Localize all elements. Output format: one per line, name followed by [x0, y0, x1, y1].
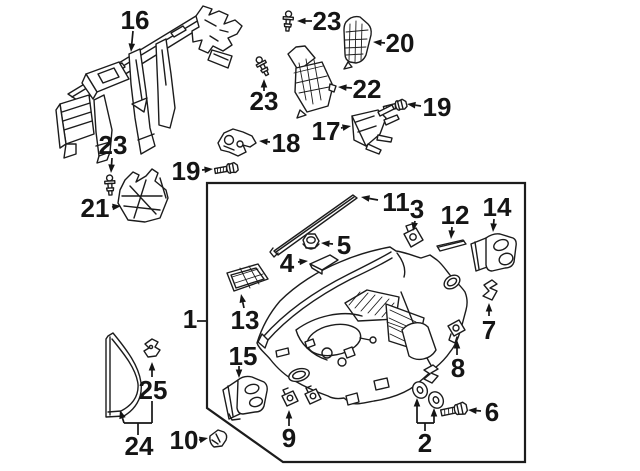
callout-label-24: 24: [125, 431, 154, 461]
part-6-bolt: [439, 401, 469, 417]
part-10-clip: [209, 429, 228, 448]
callout-label-9: 9: [282, 423, 296, 453]
part-instrument-panel: [256, 246, 468, 406]
part-1-boundary-box: [205, 181, 527, 464]
part-24-end-cap-panel: [105, 332, 142, 418]
part-12-trim-strip: [436, 239, 467, 252]
part-25-clip: [143, 338, 161, 358]
part-17-bracket: [351, 104, 400, 155]
callout-label-21: 21: [81, 193, 110, 223]
part-15-vent-housing: [222, 375, 268, 421]
part-3-clip: [403, 223, 424, 248]
part-19-screw-right: [382, 98, 408, 113]
callout-label-6: 6: [485, 397, 499, 427]
callout-label-15: 15: [229, 341, 258, 371]
callout-label-2: 2: [418, 428, 432, 458]
part-19-screw-left: [213, 161, 239, 175]
callout-label-14: 14: [483, 192, 512, 222]
callout-label-17: 17: [312, 116, 341, 146]
callout-label-7: 7: [482, 315, 496, 345]
part-20-vent-grille: [343, 15, 372, 70]
part-5-nut: [302, 233, 320, 250]
part-21-mounting-bracket: [117, 168, 169, 223]
part-23-clip-middle: [255, 56, 270, 77]
callout-labels: 16 23 20 22 23 19 17 18 23 19 21 11 3 12…: [81, 5, 512, 461]
callout-label-4: 4: [280, 248, 295, 278]
callout-label-18: 18: [272, 128, 301, 158]
callout-label-5: 5: [337, 230, 351, 260]
part-18-bracket: [217, 128, 257, 157]
part-23-clip-top: [282, 10, 295, 32]
callout-label-19-left: 19: [172, 156, 201, 186]
callout-label-10: 10: [170, 425, 199, 455]
callout-label-23-mid: 23: [250, 86, 279, 116]
part-4-bracket-wedge: [309, 254, 339, 275]
part-11-trim-strip: [269, 194, 358, 258]
callout-label-19-right: 19: [423, 92, 452, 122]
callout-label-25: 25: [139, 375, 168, 405]
part-2-grommets: [411, 381, 445, 409]
callout-label-22: 22: [353, 74, 382, 104]
unlabeled-z-clip: [423, 364, 439, 384]
callout-label-13: 13: [231, 305, 260, 335]
part-13-corner-vent-grille: [226, 263, 269, 292]
callout-label-23-top: 23: [313, 6, 342, 36]
callout-arrows: [108, 17, 497, 444]
callout-label-3: 3: [410, 194, 424, 224]
callout-label-12: 12: [441, 200, 470, 230]
part-16-crossmember-beam: [55, 5, 243, 164]
part-7-clip: [482, 279, 498, 301]
part-23-clip-left: [104, 174, 116, 196]
part-9-clips: [281, 385, 322, 407]
callout-label-16: 16: [121, 5, 150, 35]
callout-label-23-left: 23: [99, 130, 128, 160]
callout-label-1: 1: [183, 304, 197, 334]
callout-label-11: 11: [382, 187, 410, 217]
part-22-bracket-panel: [287, 45, 337, 119]
callout-label-8: 8: [451, 353, 465, 383]
part-14-vent-housing: [470, 233, 517, 272]
callout-label-20: 20: [386, 28, 415, 58]
part-8-clip: [447, 319, 466, 344]
